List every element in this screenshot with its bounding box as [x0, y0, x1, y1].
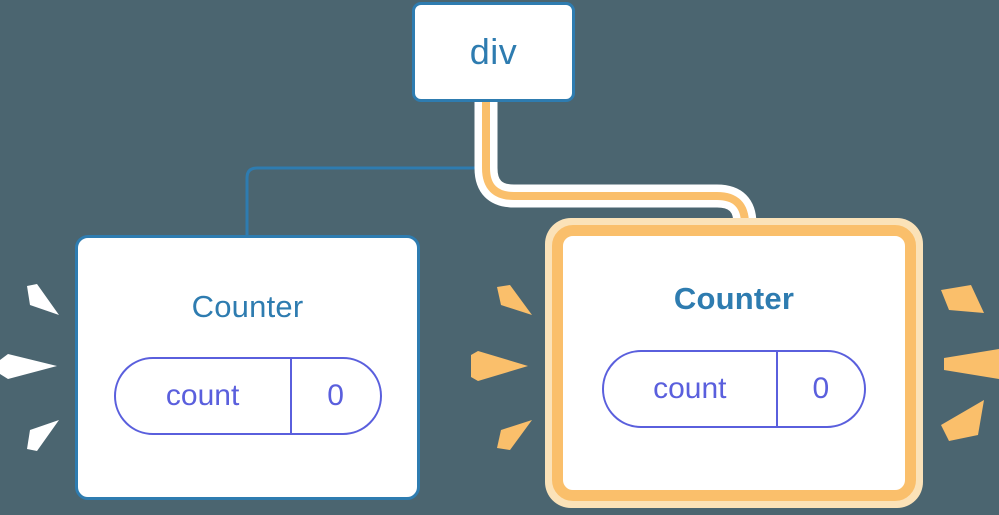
burst-ray-lower [941, 400, 984, 441]
burst-ray-upper [941, 285, 984, 313]
burst-ray-upper [497, 285, 532, 315]
burst-ray-middle [944, 349, 999, 379]
node-counter-right-title: Counter [673, 281, 795, 316]
state-pill-right-key: count [653, 372, 727, 405]
node-div-label: div [469, 31, 518, 72]
node-counter-right[interactable]: Counter count 0 [552, 225, 916, 501]
burst-ray-lower [497, 420, 532, 450]
node-counter-right-glow: Counter count 0 [545, 218, 923, 508]
state-pill-left: count 0 [113, 357, 382, 435]
state-pill-left-key: count [165, 379, 240, 412]
state-pill-left-value: 0 [289, 359, 380, 433]
node-counter-left[interactable]: Counter count 0 [75, 235, 420, 500]
edge-div-to-right-counter [482, 101, 749, 240]
burst-right-of-right-counter [941, 285, 999, 441]
node-div[interactable]: div [412, 2, 575, 102]
burst-ray-lower [27, 420, 59, 451]
node-counter-left-title: Counter [191, 289, 304, 324]
burst-right-of-left-counter [471, 285, 532, 450]
burst-left-of-left-counter [0, 284, 59, 451]
burst-ray-middle [471, 351, 528, 381]
state-pill-right: count 0 [602, 350, 866, 428]
burst-ray-upper [27, 284, 59, 315]
burst-ray-middle [0, 354, 57, 379]
state-pill-right-value: 0 [775, 352, 864, 426]
